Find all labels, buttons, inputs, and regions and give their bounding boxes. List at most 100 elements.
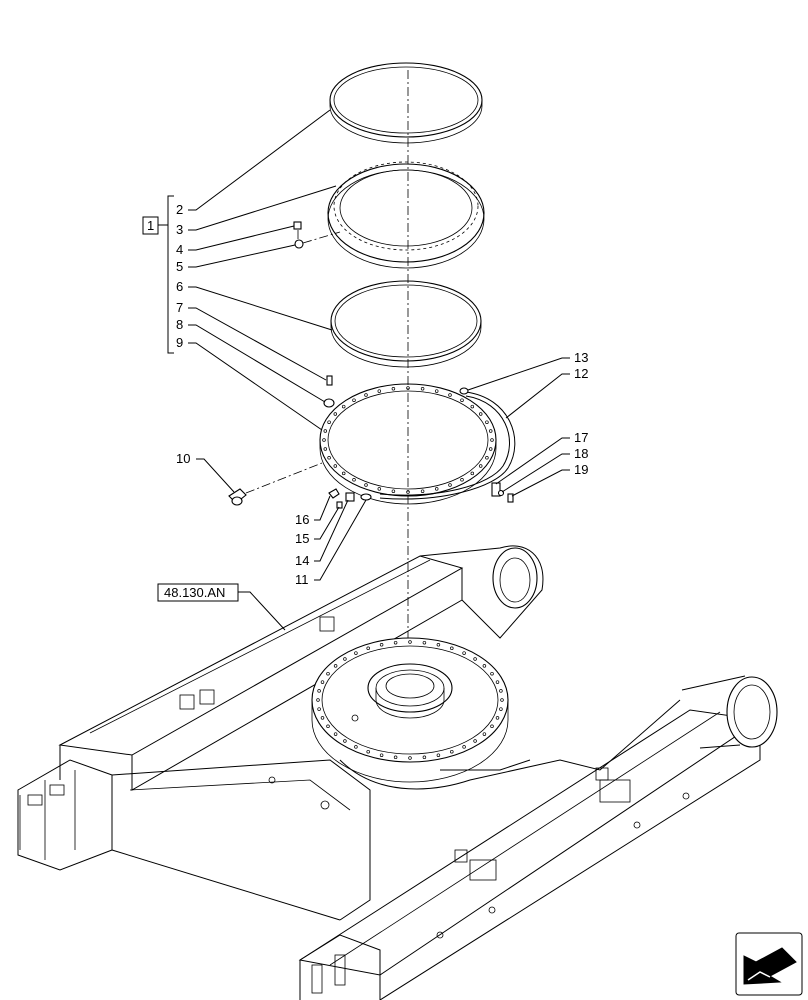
bolt-hole: [450, 646, 454, 651]
bolt-hole: [377, 487, 382, 491]
callout-8: 8: [176, 317, 183, 332]
bolt-hole: [333, 412, 338, 416]
callout-3: 3: [176, 222, 183, 237]
bolt-hole: [352, 478, 356, 482]
platform-bolt-holes: [316, 640, 504, 760]
bolt-hole: [460, 398, 464, 402]
bolt-hole: [470, 471, 475, 476]
bolt-hole: [393, 755, 398, 760]
bolt-hole: [478, 412, 483, 416]
bolt-hole: [485, 456, 489, 460]
bolt-hole: [333, 464, 338, 468]
bolt-hole: [434, 389, 439, 393]
bolt-hole: [485, 420, 489, 424]
callout-5: 5: [176, 259, 183, 274]
bolt-hole: [322, 438, 326, 442]
pin-part-7: [326, 375, 333, 386]
bolt-hole: [408, 756, 412, 760]
bolt-hole: [488, 429, 493, 433]
bolt-hole: [391, 489, 396, 493]
slewing-bearing-ring: [319, 383, 516, 505]
bolt-hole: [460, 478, 464, 482]
bolt-hole: [420, 387, 425, 391]
bolt-hole: [366, 646, 370, 651]
bolt-hole: [490, 671, 494, 676]
screw-part-11: [336, 501, 343, 509]
bolt-hole: [320, 716, 325, 720]
bolt-hole: [354, 651, 358, 655]
bolt-hole: [448, 483, 452, 487]
bolt-hole: [391, 387, 396, 391]
callout-19: 19: [574, 462, 588, 477]
bolt-hole: [343, 657, 347, 661]
fitting-part-15: [345, 492, 355, 502]
bolt-hole: [408, 640, 412, 644]
callout-10: 10: [176, 451, 190, 466]
fitting-part-14: [360, 493, 372, 501]
bolt-hole: [316, 698, 320, 702]
bolt-hole: [473, 739, 477, 743]
bolt-hole: [333, 664, 338, 668]
bolt-hole: [379, 753, 384, 757]
undercarriage-frame: [17, 545, 778, 1000]
bolt-hole: [317, 689, 321, 693]
bolt-hole: [354, 745, 358, 749]
bolt-hole: [482, 732, 487, 736]
reference-label: 48.130.AN: [164, 585, 225, 600]
bolt-hole: [364, 393, 368, 397]
bolt-hole: [462, 745, 466, 749]
bolt-hole: [326, 671, 330, 676]
bolt-hole: [379, 643, 384, 647]
callout-13: 13: [574, 350, 588, 365]
bolt-hole: [341, 471, 346, 476]
bolt-hole: [490, 438, 494, 442]
bolt-hole: [393, 640, 398, 645]
bolt-hole: [422, 640, 427, 645]
bracket-part-17: [491, 482, 501, 497]
bolt-hole: [333, 732, 338, 736]
callout-14: 14: [295, 553, 309, 568]
bolt-hole: [327, 420, 331, 424]
bolt-hole: [473, 657, 477, 661]
callout-11: 11: [295, 572, 309, 587]
clip-part-16: [328, 488, 340, 499]
callout-4: 4: [176, 242, 183, 257]
bolt-hole: [317, 707, 321, 711]
grease-nipple-part-10: [228, 488, 247, 506]
internal-gear-ring: [327, 161, 485, 269]
bolt-hole: [478, 464, 483, 468]
bolt-hole: [495, 716, 500, 720]
callout-6: 6: [176, 279, 183, 294]
bolt-hole: [495, 680, 500, 684]
bolt-hole: [490, 724, 494, 729]
bolt-hole: [420, 489, 425, 493]
callout-16: 16: [295, 512, 309, 527]
callout-7: 7: [176, 300, 183, 315]
callout-18: 18: [574, 446, 588, 461]
bolt-part-19: [507, 493, 514, 503]
bolt-hole: [343, 739, 347, 743]
ring-bolt-holes: [322, 386, 494, 494]
callout-2: 2: [176, 202, 183, 217]
ball-part-4: [294, 239, 304, 249]
bolt-hole: [323, 429, 328, 433]
bolt-hole: [366, 749, 370, 754]
bolt-hole: [434, 487, 439, 491]
group-bracket: [158, 195, 174, 354]
leader-lines: [188, 109, 570, 581]
bolt-hole: [320, 680, 325, 684]
bolt-hole: [341, 404, 346, 409]
swing-platform: [311, 637, 509, 783]
bolt-hole: [450, 749, 454, 754]
bolt-hole: [499, 707, 503, 711]
bolt-hole: [364, 483, 368, 487]
seal-ring-top: [329, 62, 483, 144]
arrow-icon: [735, 932, 803, 996]
bolt-hole: [422, 755, 427, 760]
bolt-hole: [499, 689, 503, 693]
callout-12: 12: [574, 366, 588, 381]
plug-part-8: [323, 398, 335, 408]
bolt-hole: [436, 643, 441, 647]
fitting-part-13: [459, 387, 469, 395]
